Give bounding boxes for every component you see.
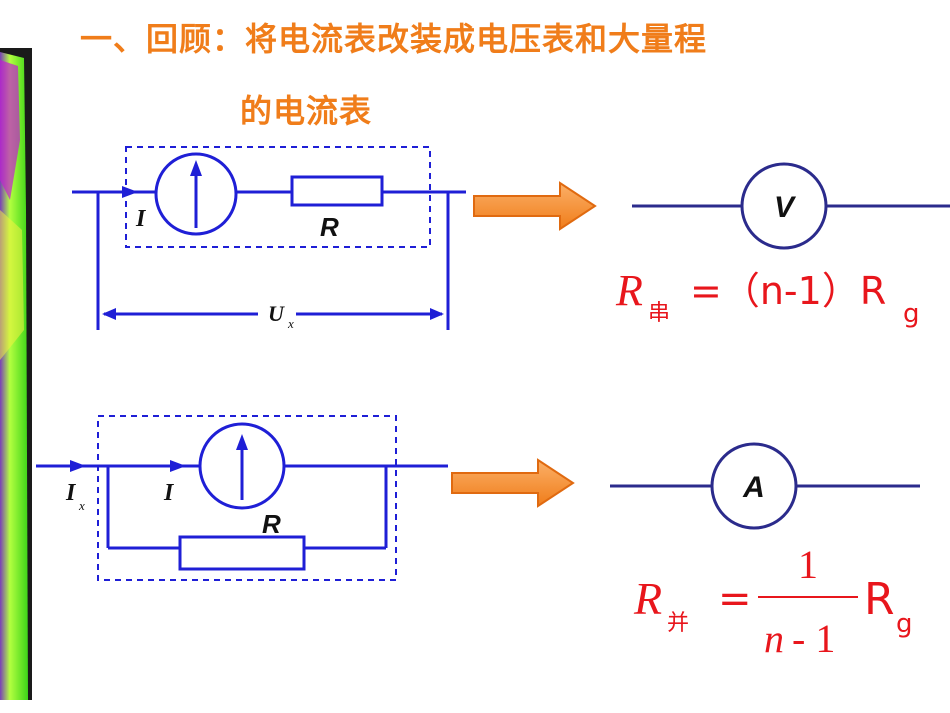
ammeter-label: A — [742, 471, 765, 504]
shunt-formula-tail-subscript: g — [896, 609, 913, 639]
fraction-denominator-rest: - 1 — [792, 616, 835, 661]
slide-title-line2: 的电流表 — [240, 92, 373, 130]
shunt-formula-equals: = — [718, 576, 752, 622]
shunt-formula-r: R — [633, 573, 662, 624]
voltage-label-subscript: x — [287, 316, 294, 331]
total-current-label: I — [65, 480, 77, 506]
dashed-enclosure-1 — [125, 146, 431, 248]
series-formula-r: R — [615, 266, 643, 315]
conversion-arrow-1 — [473, 181, 597, 231]
ammeter — [610, 442, 920, 530]
shunt-circuit — [36, 415, 448, 581]
current-arrow-2 — [170, 460, 186, 472]
dashed-enclosure-2 — [97, 415, 397, 581]
total-current-arrow — [70, 460, 86, 472]
resistor-1 — [290, 175, 384, 207]
slide-title-line1: 一、回顾：将电流表改装成电压表和大量程 — [80, 20, 708, 58]
current-label-1: I — [135, 206, 147, 232]
left-decorative-bar — [0, 48, 32, 700]
voltage-label: U — [268, 301, 285, 326]
fraction-numerator: 1 — [798, 542, 818, 587]
shunt-formula-tail: R — [864, 574, 895, 625]
series-formula-rhs-subscript: g — [903, 299, 920, 329]
fraction-denominator-n: n — [764, 616, 784, 661]
current-label-2: I — [163, 480, 175, 506]
series-formula-subscript: 串 — [648, 301, 670, 326]
conversion-arrow-2 — [451, 458, 575, 508]
resistor-label-2: R — [262, 509, 281, 539]
current-arrow-1 — [122, 186, 138, 198]
shunt-resistor — [178, 535, 306, 571]
resistor-label-1: R — [320, 212, 339, 242]
shunt-formula-subscript: 并 — [667, 611, 689, 636]
series-circuit — [72, 146, 466, 330]
total-current-subscript: x — [78, 498, 85, 513]
series-formula-rhs: =（n-1）R — [690, 269, 886, 313]
voltmeter-label: V — [774, 191, 797, 224]
voltmeter — [632, 162, 950, 250]
